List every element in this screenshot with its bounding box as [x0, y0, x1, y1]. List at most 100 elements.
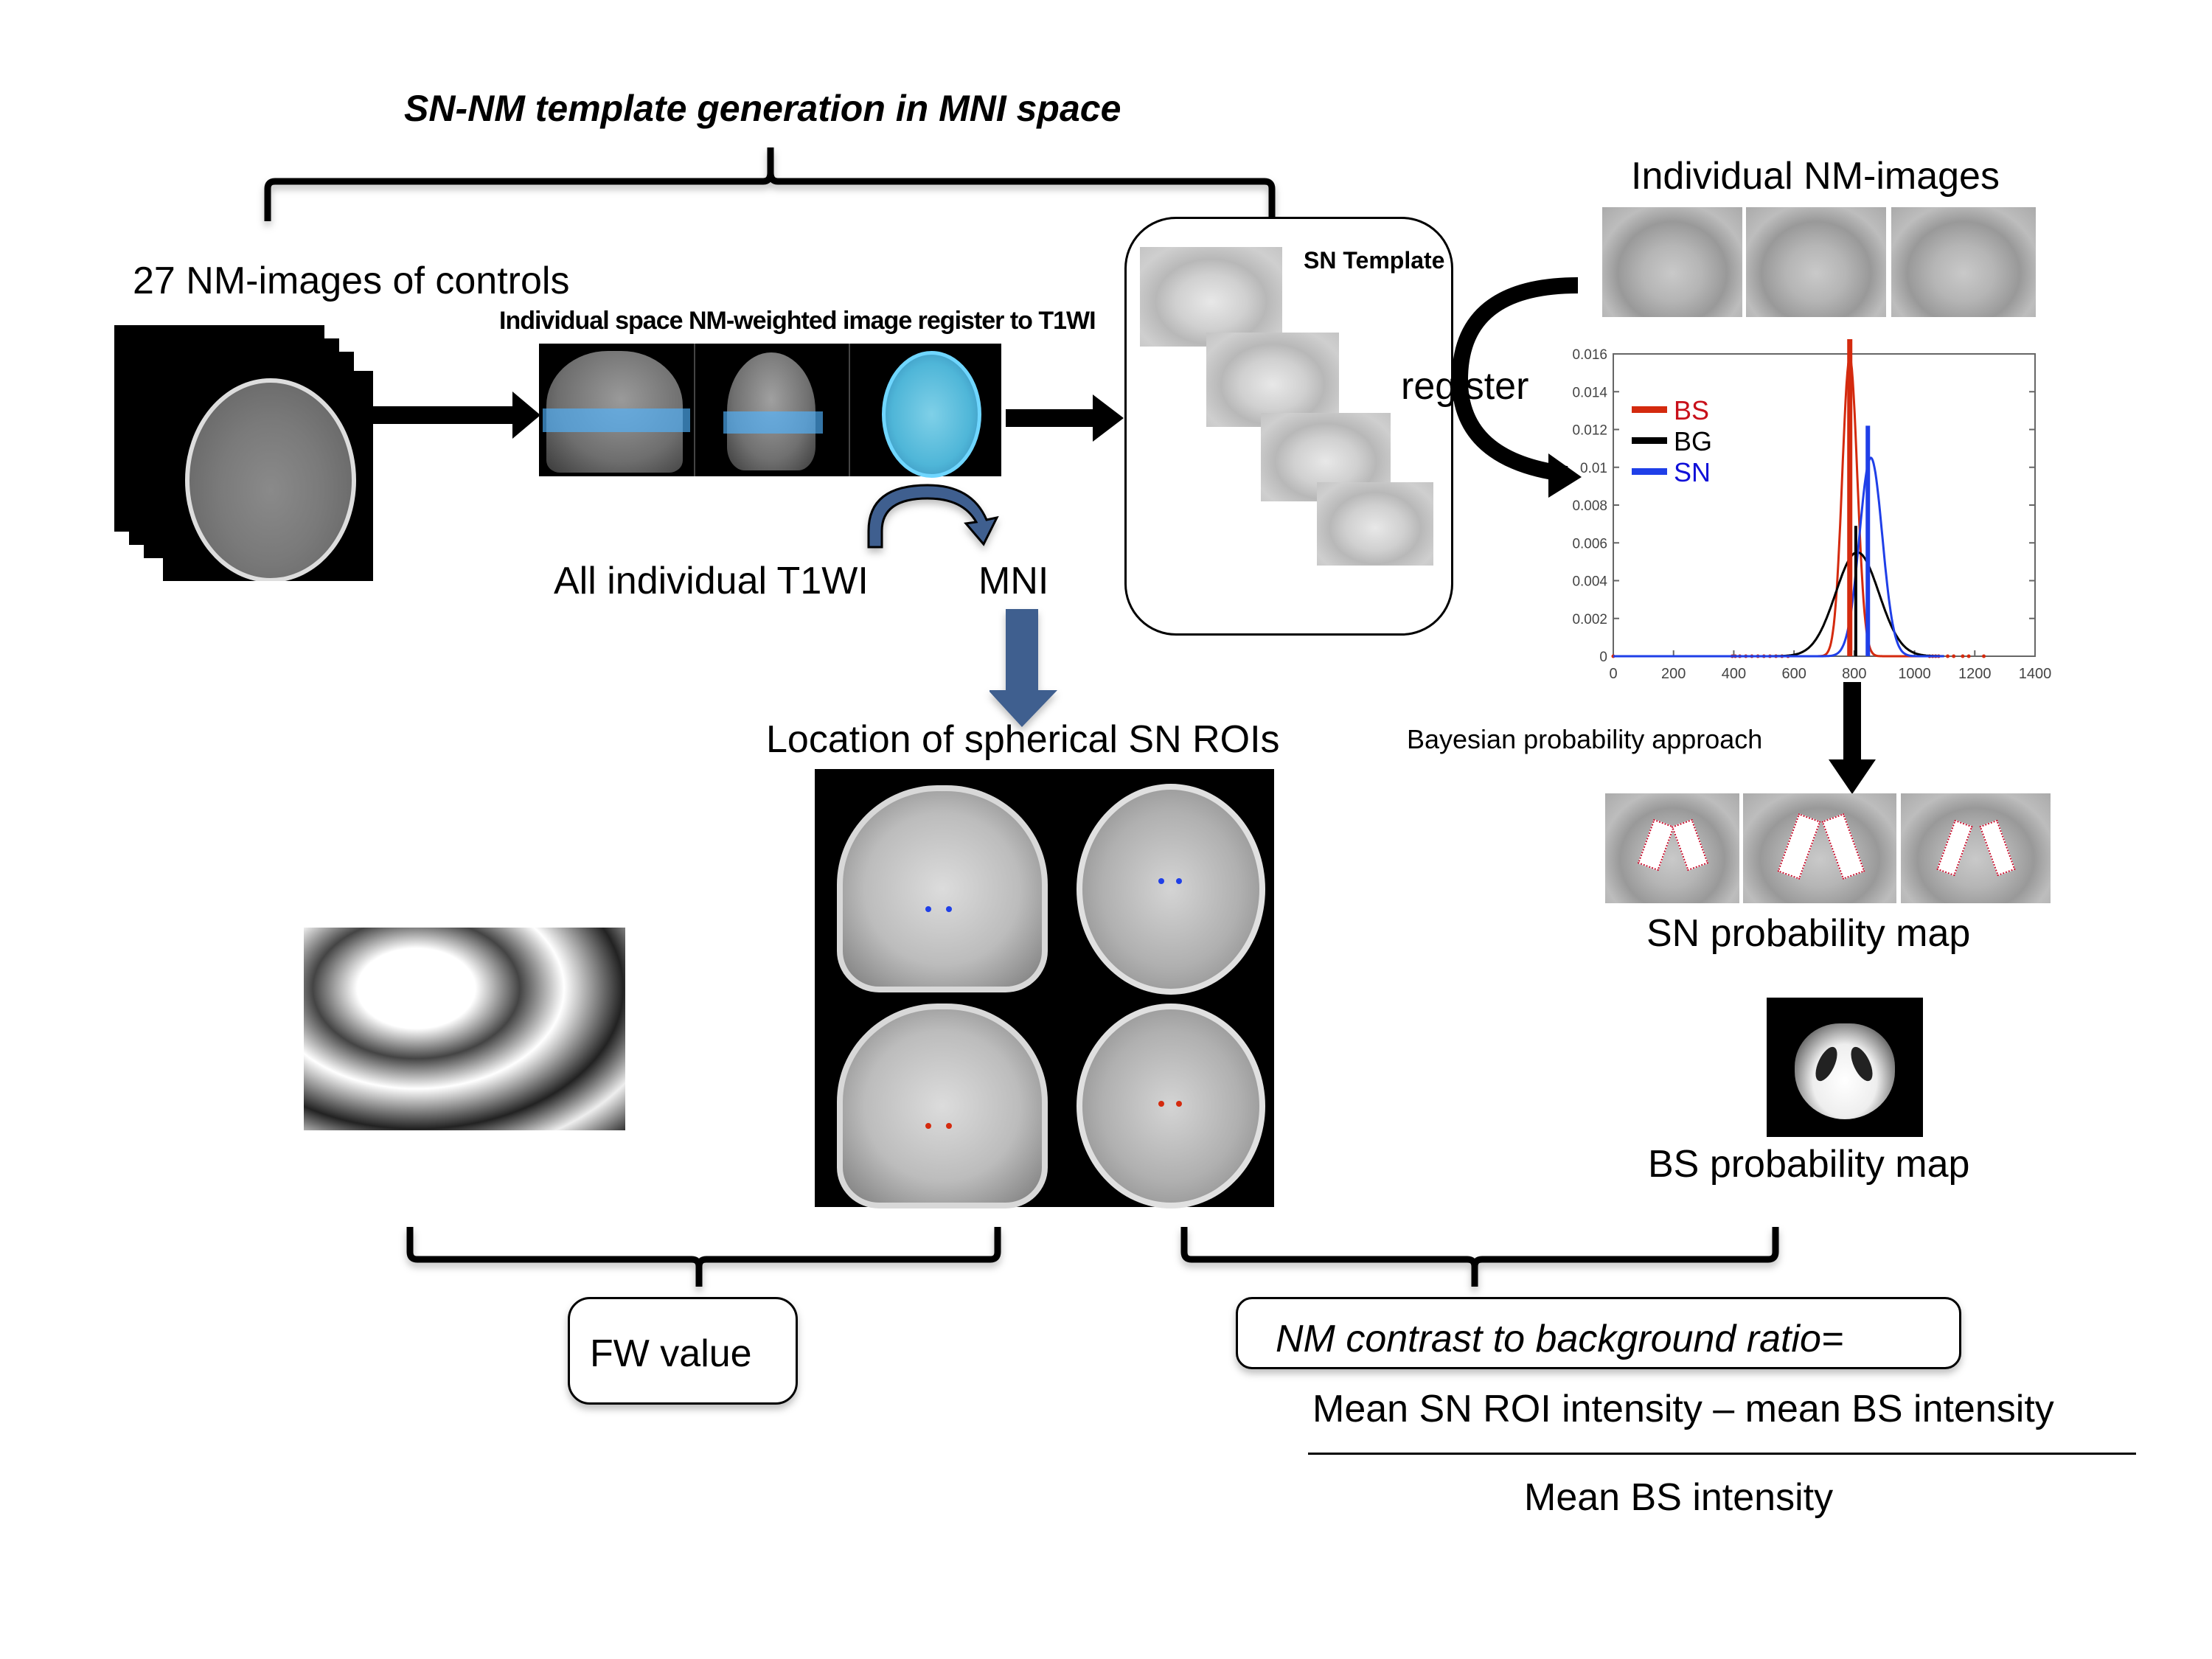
roi-marker-blue-2: [946, 906, 952, 912]
sn-highlight-left: [1637, 818, 1675, 872]
stacked-image-front: [163, 371, 373, 581]
axial-roi-top: [1077, 784, 1265, 995]
x-tick-label: 800: [1842, 666, 1866, 678]
bottom-left-bracket: [406, 1227, 1001, 1287]
roi-marker-blue-1: [925, 906, 931, 912]
sn-template-label: SN Template: [1304, 247, 1445, 274]
scatter-point: [1946, 654, 1950, 658]
roi-marker-red-2: [946, 1123, 952, 1129]
roi-marker-blue-4: [1176, 878, 1182, 884]
curved-arrow-t1wi-to-mni: [867, 484, 999, 549]
plot-area: [1613, 353, 2036, 657]
roi-image-grid: [815, 769, 1274, 1208]
axial-brain: [185, 378, 356, 581]
x-tick-label: 1000: [1898, 666, 1931, 678]
arrow-to-template: [1006, 394, 1124, 442]
individual-nm-image-3: [1891, 207, 2036, 317]
sn-probability-image-1: [1605, 793, 1739, 903]
series-marker-bg: [1854, 526, 1857, 656]
y-tick-label: 0.014: [1572, 385, 1607, 400]
axial-nm-overlay: [882, 351, 981, 478]
bs-probability-image: [1767, 998, 1923, 1137]
ratio-label: NM contrast to background ratio=: [1276, 1318, 1844, 1360]
bs-probability-blob: [1795, 1023, 1895, 1119]
coronal-roi-bottom: [837, 1004, 1048, 1208]
nm-slab-sagittal: [543, 408, 690, 432]
axial-roi-bottom: [1077, 1004, 1265, 1208]
roi-marker-red-1: [925, 1123, 931, 1129]
scatter-point: [1961, 654, 1965, 658]
y-tick-label: 0: [1599, 650, 1607, 665]
ratio-denominator: Mean BS intensity: [1524, 1476, 1834, 1519]
legend-label-sn: SN: [1674, 457, 1711, 487]
t1wi-label: All individual T1WI: [554, 560, 869, 602]
scatter-point: [1966, 654, 1971, 658]
y-tick-label: 0.002: [1572, 612, 1607, 627]
ratio-numerator: Mean SN ROI intensity – mean BS intensit…: [1312, 1388, 2054, 1430]
individual-nm-image-2: [1746, 207, 1886, 317]
series-marker-sn: [1865, 425, 1871, 656]
x-tick-label: 400: [1722, 666, 1746, 678]
top-bracket: [264, 147, 1276, 221]
bs-probability-map-label: BS probability map: [1648, 1143, 1970, 1186]
scatter-point: [1952, 654, 1956, 658]
intensity-distribution-chart: 0 200 400 600 800 1000 1200 1400 0 0.002 0.004 0.00…: [1572, 339, 2052, 678]
bayesian-label: Bayesian probability approach: [1407, 724, 1763, 754]
registration-caption: Individual space NM-weighted image regis…: [499, 307, 1096, 335]
y-tick-label: 0.008: [1572, 498, 1607, 514]
sn-highlight-right: [1979, 819, 2016, 877]
roi-heading: Location of spherical SN ROIs: [766, 718, 1280, 761]
arrow-to-probability: [1829, 682, 1876, 794]
bottom-right-bracket: [1180, 1227, 1779, 1287]
fw-value-label: FW value: [590, 1332, 752, 1375]
template-slice-1: [1140, 247, 1282, 347]
y-tick-label: 0.016: [1572, 347, 1607, 363]
x-tick-label: 600: [1781, 666, 1806, 678]
y-tick-label: 0.01: [1580, 461, 1607, 476]
x-tick-label: 0: [1609, 666, 1617, 678]
x-tick-label: 1200: [1958, 666, 1992, 678]
sn-highlight-left: [1777, 813, 1821, 880]
sn-highlight-left: [1936, 819, 1973, 877]
mni-label: MNI: [978, 560, 1049, 602]
series-marker-bs: [1847, 339, 1853, 656]
sn-highlight-right: [1671, 818, 1709, 872]
registration-strip: [539, 344, 1001, 478]
fw-image: [304, 928, 625, 1130]
roi-marker-blue-3: [1158, 878, 1164, 884]
stacked-nm-images: [114, 325, 380, 583]
y-tick-label: 0.006: [1572, 536, 1607, 552]
strip-divider-1: [694, 344, 695, 476]
diagram-title: SN-NM template generation in MNI space: [404, 88, 1121, 129]
legend-label-bg: BG: [1674, 426, 1712, 456]
nm-slab-coronal: [723, 411, 823, 434]
fw-value-box: [568, 1297, 798, 1405]
arrow-to-registration: [372, 392, 540, 439]
controls-heading: 27 NM-images of controls: [133, 260, 570, 302]
register-curved-arrow: [1451, 277, 1582, 498]
sn-probability-image-2: [1743, 793, 1896, 903]
coronal-roi-top: [837, 785, 1048, 992]
strip-divider-2: [849, 344, 850, 476]
fraction-line: [1308, 1453, 2136, 1455]
individual-nm-heading: Individual NM-images: [1631, 155, 2000, 198]
template-slice-4: [1317, 482, 1433, 566]
arrow-mni-to-rois: [990, 609, 1057, 727]
sn-probability-image-3: [1901, 793, 2051, 903]
sn-probability-map-label: SN probability map: [1646, 912, 1971, 955]
roi-marker-red-3: [1158, 1101, 1164, 1107]
roi-marker-red-4: [1176, 1101, 1182, 1107]
template-slice-2: [1206, 333, 1339, 427]
legend-label-bs: BS: [1674, 395, 1709, 425]
individual-nm-image-1: [1602, 207, 1742, 317]
x-tick-label: 1400: [2019, 666, 2052, 678]
y-tick-label: 0.012: [1572, 423, 1607, 439]
y-tick-label: 0.004: [1572, 574, 1607, 590]
legend-swatch-bg: [1632, 437, 1667, 444]
legend-swatch-bs: [1632, 406, 1667, 413]
sn-highlight-right: [1821, 813, 1865, 880]
legend-swatch-sn: [1632, 468, 1667, 475]
x-tick-label: 200: [1661, 666, 1686, 678]
ratio-box: [1236, 1297, 1961, 1369]
scatter-point: [1982, 654, 1986, 658]
